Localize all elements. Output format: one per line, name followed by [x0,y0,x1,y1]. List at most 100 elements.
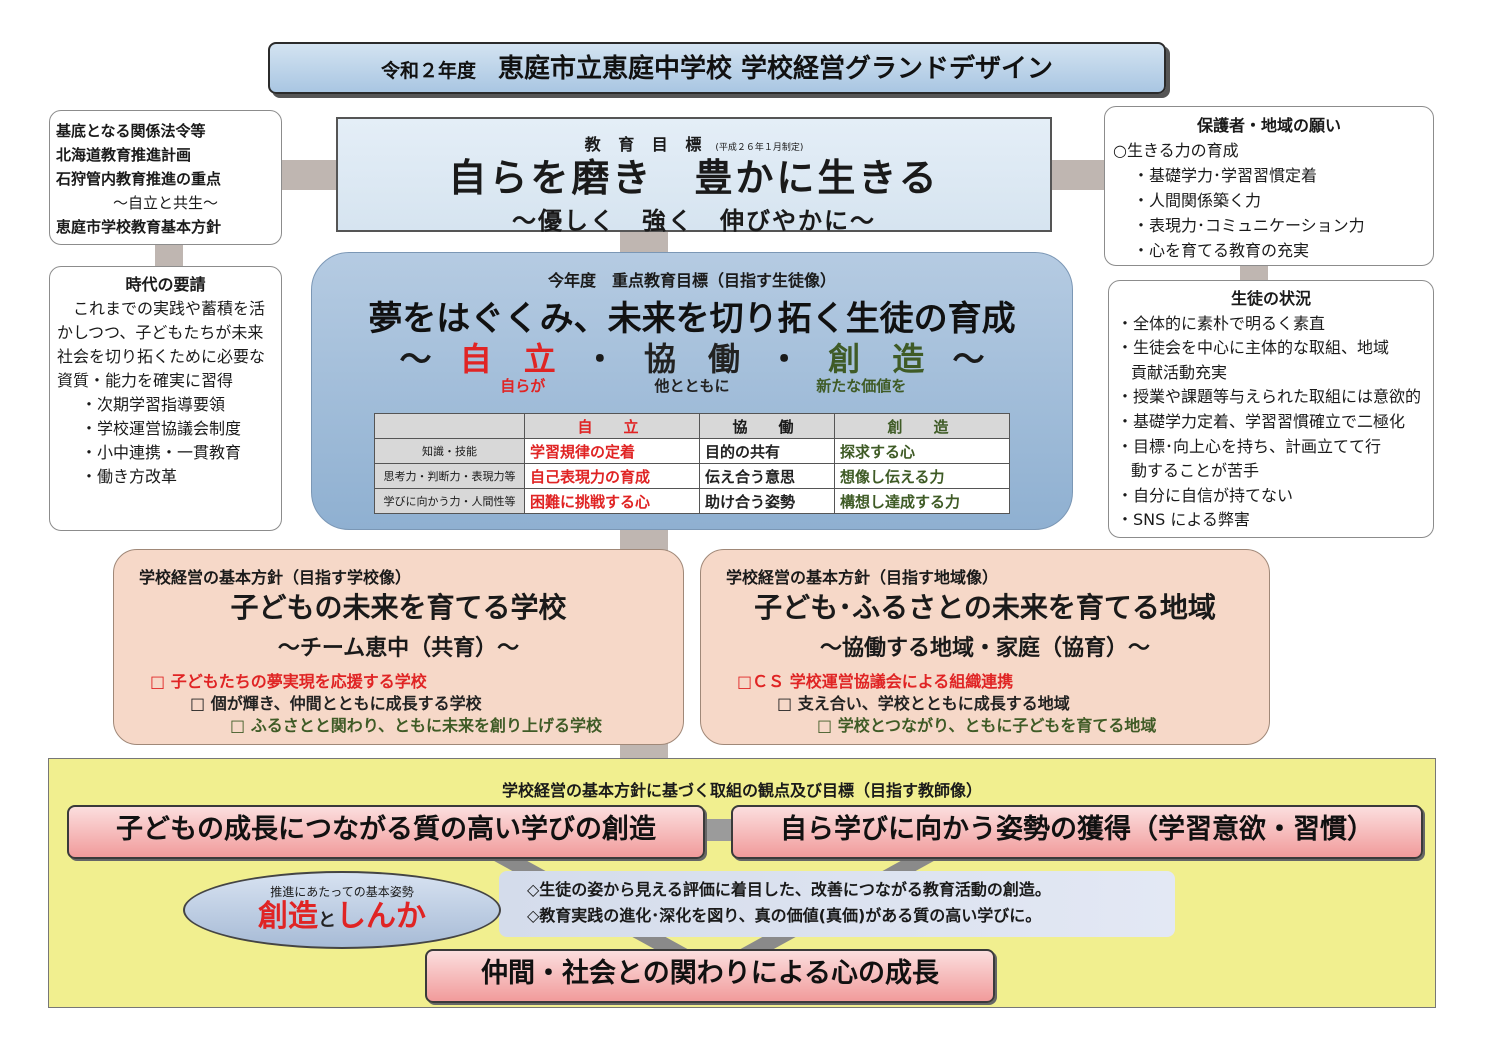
title-year: 令和２年度 [380,60,476,82]
status-item: ・目標･向上心を持ち、計画立てて行 [1117,436,1382,456]
era-item: ・学校運営協議会制度 [81,419,242,438]
school-policy-box: 学校経営の基本方針（目指す学校像） 子どもの未来を育てる学校 ～チーム恵中（共育… [113,549,684,745]
table-row: 思考力・判断力・表現力等 自己表現力の育成 伝え合う意思 想像し伝える力 [374,463,1011,489]
status-item: ・授業や課題等与えられた取組には意欲的 [1117,387,1422,407]
table-cell: 自己表現力の育成 [523,463,701,489]
status-item: ・SNS による弊害 [1117,510,1250,530]
table-header-cell: 協 働 [699,413,835,439]
keyword-sozo: 創 造 [828,340,925,378]
focus-keyword-subs: 自らが 他とともに 新たな価値を [312,377,1072,395]
goal-note: (平成２６年１月制定) [715,143,804,153]
keyword-jiritsu: 自 立 [459,340,556,378]
goal-heading: 教 育 目 標 [584,135,708,154]
sub-kyodo: 他とともに [654,377,730,395]
wishes-item: ・人間関係築く力 [1133,191,1262,210]
tilde: ～ [952,340,985,378]
oval-k1: 創造 [258,899,318,934]
goal-main: 自らを磨き 豊かに生きる [448,155,940,200]
sub-sozo: 新たな価値を [816,377,907,395]
era-item: ・次期学習指導要領 [81,395,226,414]
region-bullet: □ 学校とつながり、ともに子どもを育てる地域 [817,716,1157,735]
connector [620,232,668,252]
connector [155,245,183,266]
table-header-cell: 創 造 [833,413,1011,439]
region-bullet: □ 支え合い、学校とともに成長する地域 [777,694,1070,713]
table-cell: 探求する心 [833,438,1011,464]
table-row: 学びに向かう力・人間性等 困難に挑戦する心 助け合う姿勢 構想し達成する力 [374,488,1011,514]
wishes-item: ・基礎学力･学習習慣定着 [1133,166,1318,185]
teacher-goals-box: 学校経営の基本方針に基づく取組の観点及び目標（目指す教師像） 子どもの成長につな… [48,758,1436,1008]
title-text: 恵庭市立恵庭中学校 学校経営グランドデザイン [497,54,1054,84]
region-sub: ～協働する地域・家庭（協育）～ [819,636,1150,661]
wishes-lead: ○生きる力の育成 [1113,141,1239,160]
focus-keywords: ～ 自 立 ・ 協 働 ・ 創 造 ～ [312,341,1072,377]
focus-main: 夢をはぐくみ、未来を切り拓く生徒の育成 [368,299,1016,339]
wishes-item: ・心を育てる教育の充実 [1133,241,1310,260]
region-bullet: □ＣＳ 学校運営協議会による組織連携 [737,672,1014,691]
status-item: ・生徒会を中心に主体的な取組、地域 [1117,338,1390,358]
region-heading: 学校経営の基本方針（目指す地域像） [726,568,999,587]
school-bullet: □ ふるさとと関わり、ともに未来を創り上げる学校 [230,716,603,735]
dot: ・ [583,340,616,378]
wishes-box: 保護者・地域の願い ○生きる力の育成 ・基礎学力･学習習慣定着 ・人間関係築く力… [1104,106,1434,266]
basis-line: 恵庭市学校教育基本方針 [56,218,222,236]
wishes-item: ・表現力･コミュニケーション力 [1133,216,1365,235]
table-cell: 構想し達成する力 [833,488,1011,514]
sub-jiritsu: 自らが [500,377,546,395]
goal-quality-learning: 子どもの成長につながる質の高い学びの創造 [67,805,705,859]
basis-motto: ～自立と共生～ [112,194,218,212]
education-goal-box: 教 育 目 標 (平成２６年１月制定) 自らを磨き 豊かに生きる ～優しく 強く … [336,117,1052,235]
era-title: 時代の要請 [125,275,206,294]
table-cell: 困難に挑戦する心 [523,488,701,514]
note-line: ◇生徒の姿から見える評価に着目した、改善につながる教育活動の創造。 [527,880,1051,899]
table-header-cell: 自 立 [523,413,701,439]
table-cell: 目的の共有 [699,438,835,464]
status-item: ・全体的に素朴で明るく素直 [1117,313,1326,333]
focus-heading: 今年度 重点教育目標（目指す生徒像） [547,271,836,290]
keyword-kyodo: 協 働 [643,340,740,378]
school-bullet: □ 個が輝き、仲間とともに成長する学校 [190,694,482,713]
era-item: ・働き方改革 [81,467,178,486]
status-item: 動することが苦手 [1131,461,1260,481]
basic-stance-oval: 推進にあたっての基本姿勢 創造としんか [183,871,501,949]
student-status-box: 生徒の状況 ・全体的に素朴で明るく素直・生徒会を中心に主体的な取組、地域貢献活動… [1108,280,1434,538]
table-row: 知識・技能 学習規律の定着 目的の共有 探求する心 [374,438,1011,464]
table-cell: 想像し伝える力 [833,463,1011,489]
status-item: ・基礎学力定着、学習習慣確立で二極化 [1117,411,1406,431]
connector [1240,266,1268,280]
status-item: 貢献活動充実 [1131,362,1228,382]
row-label: 学びに向かう力・人間性等 [374,488,525,514]
region-policy-box: 学校経営の基本方針（目指す地域像） 子ども･ふるさとの未来を育てる地域 ～協働す… [700,549,1270,745]
basis-line: 北海道教育推進計画 [56,146,192,164]
oval-k2: しんか [336,899,426,934]
policy-note: ◇生徒の姿から見える評価に着目した、改善につながる教育活動の創造。 ◇教育実践の… [499,871,1175,937]
oval-and: と [318,910,336,931]
oval-keywords: 創造としんか [185,900,499,938]
competency-table: 自 立 協 働 創 造 知識・技能 学習規律の定着 目的の共有 探求する心 思考… [374,413,1011,514]
basis-box: 基底となる関係法令等 北海道教育推進計画 石狩管内教育推進の重点 ～自立と共生～… [49,110,282,245]
connector [282,160,336,190]
status-title: 生徒の状況 [1230,289,1311,308]
row-label: 思考力・判断力・表現力等 [374,463,525,489]
basis-line: 石狩管内教育推進の重点 [56,170,222,188]
row-label: 知識・技能 [374,438,525,464]
table-cell: 伝え合う意思 [699,463,835,489]
era-box: 時代の要請 これまでの実践や蓄積を活かしつつ、子どもたちが未来社会を切り拓くため… [49,266,282,531]
teacher-heading: 学校経営の基本方針に基づく取組の観点及び目標（目指す教師像） [501,781,982,800]
table-header-row: 自 立 協 働 創 造 [374,413,1011,439]
goal-sub: ～優しく 強く 伸びやかに～ [512,206,876,235]
goal-heart-growth: 仲間・社会との関わりによる心の成長 [425,949,995,1003]
connector [1052,160,1104,190]
focus-goal-box: 今年度 重点教育目標（目指す生徒像） 夢をはぐくみ、未来を切り拓く生徒の育成 ～… [311,252,1073,530]
school-main: 子どもの未来を育てる学校 [230,591,567,624]
tilde: ～ [399,340,432,378]
school-sub: ～チーム恵中（共育）～ [277,636,520,661]
page-title: 令和２年度恵庭市立恵庭中学校 学校経営グランドデザイン [268,42,1166,94]
school-heading: 学校経営の基本方針（目指す学校像） [139,568,412,587]
note-line: ◇教育実践の進化･深化を図り、真の価値(真価)がある質の高い学びに。 [527,906,1042,925]
status-item: ・自分に自信が持てない [1117,485,1294,505]
oval-caption: 推進にあたっての基本姿勢 [270,885,414,899]
table-cell: 助け合う姿勢 [699,488,835,514]
school-bullet: □ 子どもたちの夢実現を応援する学校 [150,672,427,691]
table-cell: 学習規律の定着 [523,438,701,464]
